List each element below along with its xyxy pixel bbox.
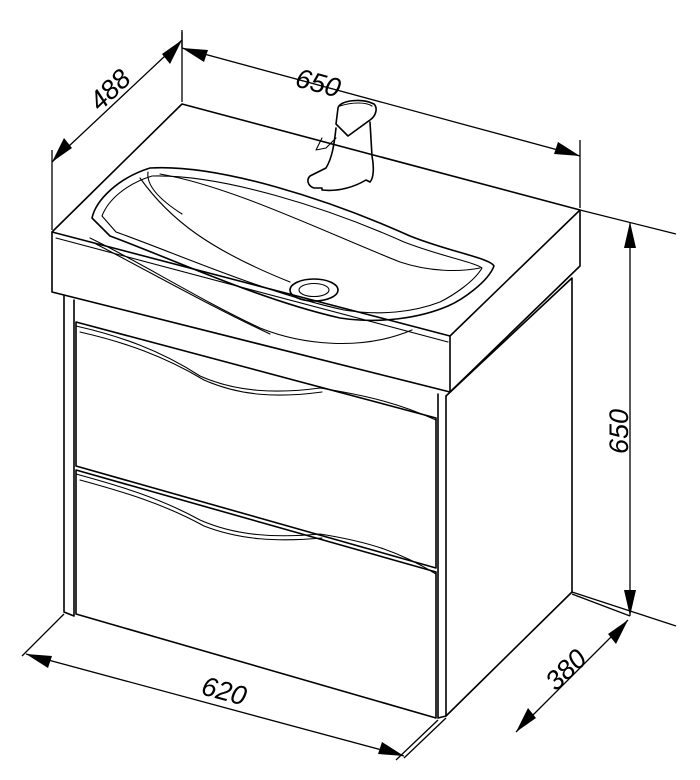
cabinet-right-panel bbox=[437, 393, 447, 719]
bowl-inner-curve-back bbox=[147, 171, 183, 215]
upper-drawer-wave-inner bbox=[79, 331, 323, 396]
bowl-inner-curve-left bbox=[139, 177, 291, 283]
dimension-label-bottom-width: 620 bbox=[198, 671, 249, 712]
bowl-rim-inner bbox=[101, 175, 483, 314]
arrowhead bbox=[608, 620, 628, 644]
arrowhead bbox=[182, 48, 208, 62]
basin-front-edge bbox=[55, 237, 449, 343]
drain-inner bbox=[298, 282, 330, 298]
arrowhead bbox=[624, 222, 636, 248]
extension-line-depth-front-bottom bbox=[403, 717, 447, 759]
arrowhead bbox=[52, 138, 72, 162]
cabinet-side-depth bbox=[445, 277, 573, 717]
faucet-handle-top bbox=[339, 102, 373, 107]
bowl-inner-curve-right bbox=[159, 173, 481, 272]
washbasin bbox=[51, 103, 581, 393]
extension-line-bottom-left bbox=[21, 613, 65, 657]
dimension-line-bottom-width bbox=[25, 653, 405, 757]
arrowhead bbox=[554, 142, 580, 156]
dimension-label-height: 650 bbox=[604, 409, 634, 454]
upper-drawer-wave bbox=[75, 325, 437, 421]
faucet-handle bbox=[335, 99, 377, 137]
faucet bbox=[307, 99, 377, 192]
dimension-line-top-depth bbox=[51, 39, 183, 163]
dimension-label-bottom-depth: 380 bbox=[539, 643, 592, 696]
arrowhead bbox=[378, 742, 404, 756]
arrowhead bbox=[516, 708, 536, 732]
extension-line-depth-rear bbox=[571, 593, 631, 617]
extension-line-bottom-right bbox=[395, 719, 439, 761]
basin-right-face bbox=[449, 209, 581, 393]
lower-drawer-wave bbox=[75, 473, 437, 575]
arrowhead bbox=[624, 590, 636, 616]
faucet-spout bbox=[315, 137, 337, 151]
bowl-rim-outer bbox=[91, 166, 495, 322]
dimension-line-bottom-depth bbox=[515, 619, 629, 733]
drain-outer bbox=[289, 278, 339, 302]
dimension-bottom-width: 620 bbox=[21, 613, 439, 761]
bowl-underside bbox=[89, 237, 413, 345]
arrowhead bbox=[26, 654, 52, 668]
lower-drawer-front bbox=[75, 469, 437, 719]
dimension-line-top-width bbox=[181, 47, 581, 157]
faucet-body bbox=[307, 121, 375, 192]
dimension-height: 650 bbox=[571, 209, 677, 627]
upper-drawer-front bbox=[75, 321, 437, 569]
dimension-label-top-width: 650 bbox=[292, 63, 343, 104]
bowl-underside-inner bbox=[95, 243, 271, 335]
basin-front-face bbox=[51, 231, 451, 393]
extension-line-height-top bbox=[579, 209, 677, 235]
extension-line-height-bottom bbox=[571, 591, 677, 627]
cabinet-left-panel bbox=[63, 295, 75, 617]
cabinet bbox=[63, 277, 573, 719]
arrowhead bbox=[162, 40, 182, 64]
lower-drawer-wave-inner bbox=[79, 479, 323, 541]
dimension-label-top-depth: 488 bbox=[83, 63, 136, 116]
